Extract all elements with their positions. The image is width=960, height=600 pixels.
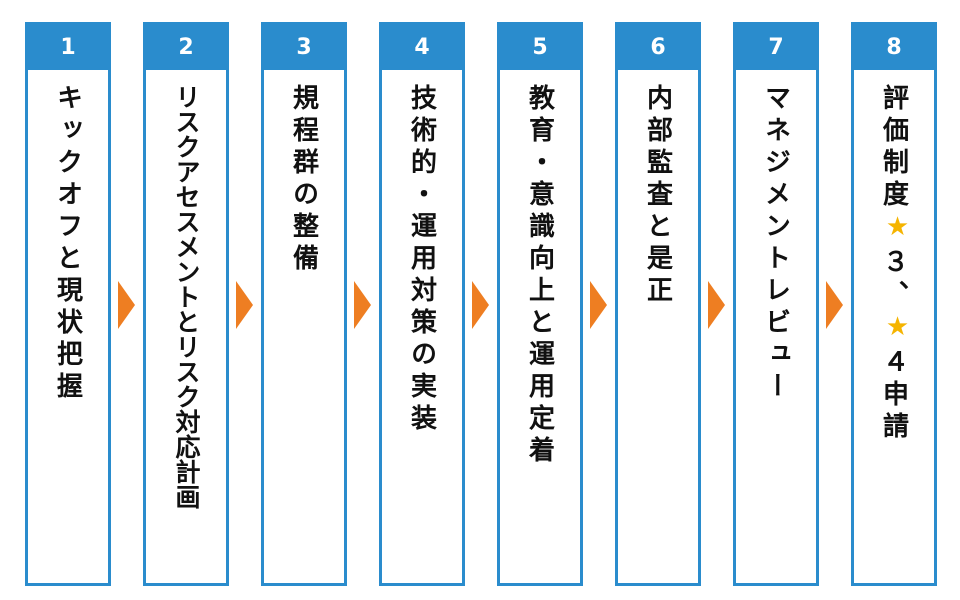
step-number: 2 — [146, 25, 226, 70]
step-number: 5 — [500, 25, 580, 70]
step-number: 7 — [736, 25, 816, 70]
arrow-right-icon — [354, 281, 371, 329]
star-icon: ★ — [882, 212, 913, 248]
step-label-text: ４申請 — [878, 348, 909, 444]
step-label: 教育・意識向上と運用定着 — [524, 84, 555, 468]
step-number: 8 — [854, 25, 934, 70]
arrow-right-icon — [472, 281, 489, 329]
step-label: 規程群の整備 — [288, 84, 319, 276]
step-5: 5 教育・意識向上と運用定着 — [497, 22, 583, 586]
step-1: 1 キックオフと現状把握 — [25, 22, 111, 586]
step-label: 技術的・運用対策の実装 — [406, 84, 437, 436]
step-label-text: 評価制度 — [878, 84, 909, 212]
step-label: 内部監査と是正 — [642, 84, 673, 308]
step-number: 3 — [264, 25, 344, 70]
arrow-right-icon — [590, 281, 607, 329]
step-4: 4 技術的・運用対策の実装 — [379, 22, 465, 586]
step-label: リスクアセスメントとリスク対応計画 — [172, 84, 201, 509]
step-8: 8 評価制度★３、★４申請 — [851, 22, 937, 586]
step-2: 2 リスクアセスメントとリスク対応計画 — [143, 22, 229, 586]
arrow-right-icon — [826, 281, 843, 329]
step-label: キックオフと現状把握 — [52, 84, 83, 404]
step-6: 6 内部監査と是正 — [615, 22, 701, 586]
step-number: 1 — [28, 25, 108, 70]
step-label-text: ３、 — [878, 248, 909, 312]
step-number: 6 — [618, 25, 698, 70]
step-label: マネジメントレビュー — [760, 84, 791, 404]
arrow-right-icon — [708, 281, 725, 329]
step-7: 7 マネジメントレビュー — [733, 22, 819, 586]
step-3: 3 規程群の整備 — [261, 22, 347, 586]
star-icon: ★ — [882, 312, 913, 348]
arrow-right-icon — [236, 281, 253, 329]
step-label: 評価制度★３、★４申請 — [876, 84, 913, 574]
step-number: 4 — [382, 25, 462, 70]
arrow-right-icon — [118, 281, 135, 329]
